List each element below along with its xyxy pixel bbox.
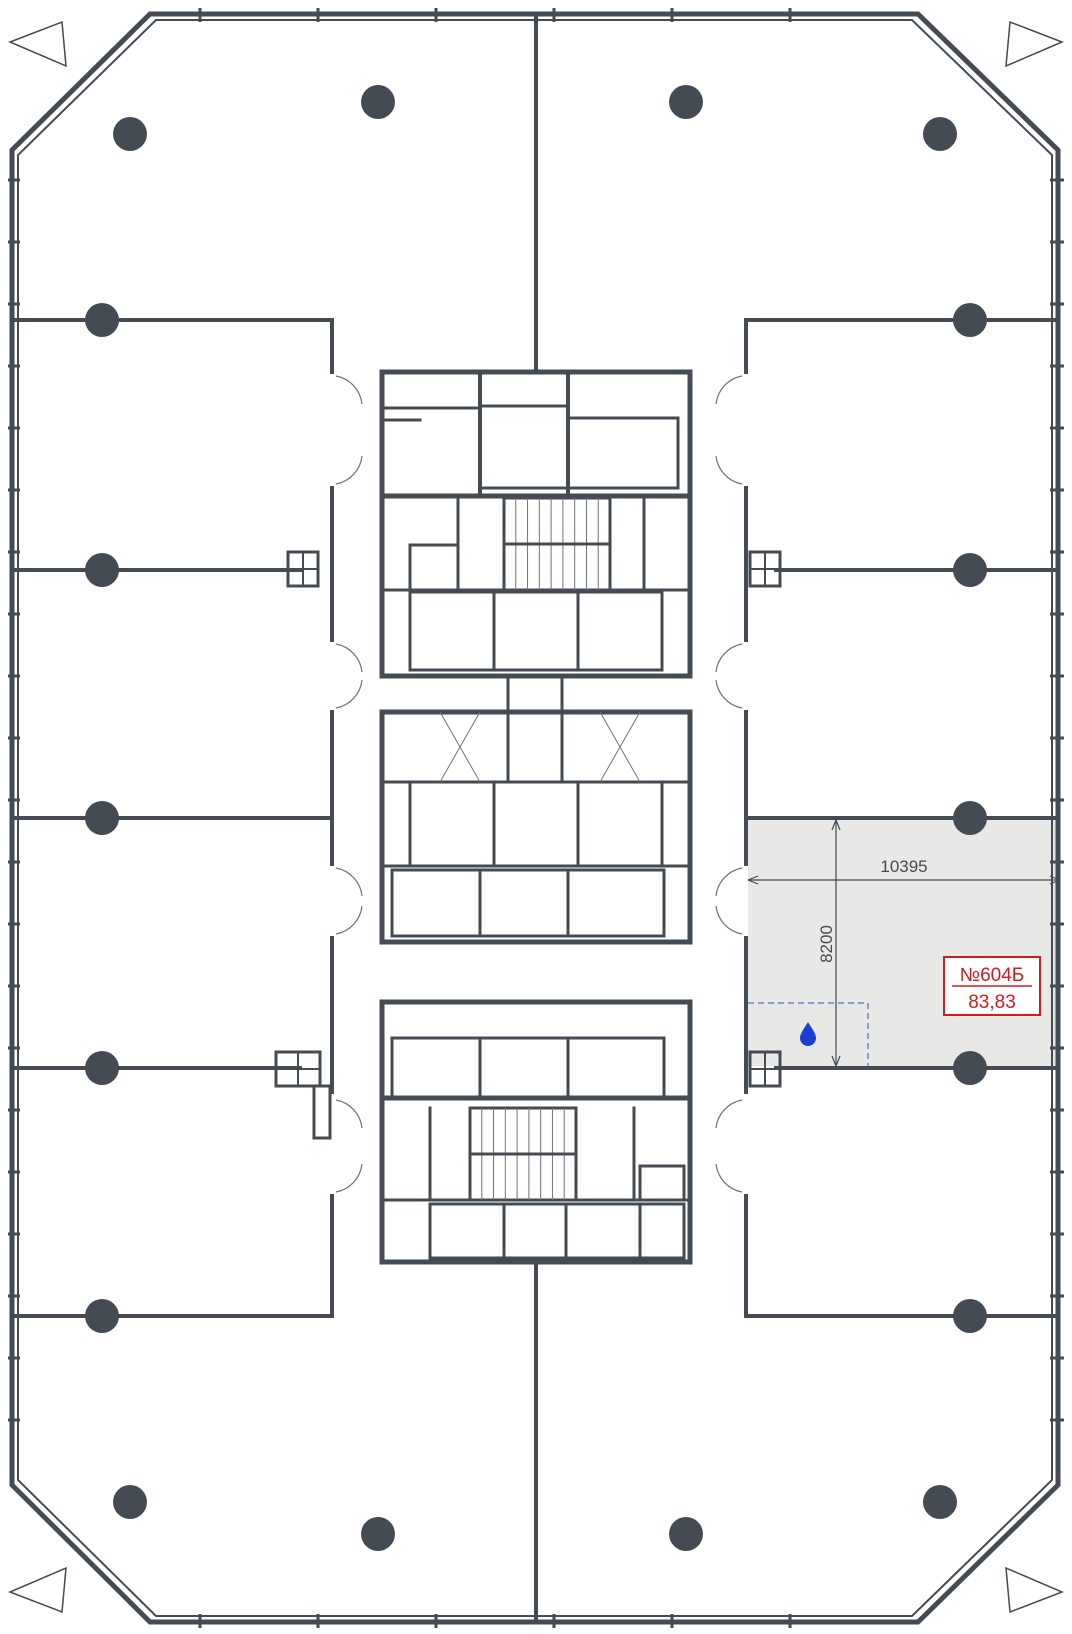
column <box>669 1517 703 1551</box>
depth-dimension-line <box>831 819 841 1067</box>
columns <box>85 85 987 1551</box>
building-core <box>379 369 693 1265</box>
wet-zone-outline <box>748 1002 869 1066</box>
unit-number: №604Б <box>960 965 1025 986</box>
unit-604b-area[interactable] <box>748 820 1060 1066</box>
column <box>85 801 119 835</box>
outer-wall <box>9 11 1061 1625</box>
width-dimension-line <box>747 875 1061 885</box>
shafts <box>274 550 782 1140</box>
column <box>953 1051 987 1085</box>
column <box>361 1517 395 1551</box>
partitions <box>10 12 1060 1624</box>
column <box>923 1485 957 1519</box>
column <box>85 1051 119 1085</box>
column <box>923 117 957 151</box>
column <box>953 553 987 587</box>
column <box>113 117 147 151</box>
column <box>361 85 395 119</box>
depth-dimension-label: 8200 <box>817 925 836 963</box>
width-dimension-label: 10395 <box>880 857 927 876</box>
column <box>85 553 119 587</box>
column <box>113 1485 147 1519</box>
door-swings <box>335 375 743 1193</box>
column <box>953 1299 987 1333</box>
north-arrow-icon <box>8 20 1064 1614</box>
column <box>85 303 119 337</box>
column <box>953 801 987 835</box>
window-ticks <box>8 8 1064 1628</box>
unit-label[interactable]: №604Б 83,83 <box>943 956 1041 1016</box>
column <box>669 85 703 119</box>
water-drop-icon <box>800 1022 816 1046</box>
unit-area: 83,83 <box>968 992 1016 1013</box>
column <box>85 1299 119 1333</box>
column <box>953 303 987 337</box>
